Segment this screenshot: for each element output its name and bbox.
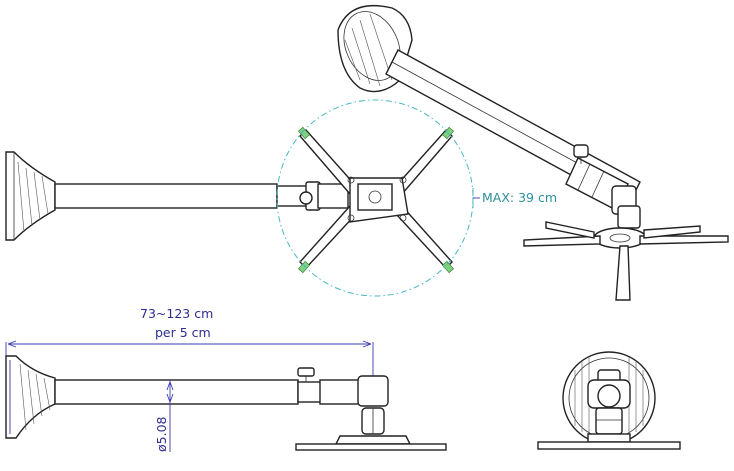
isometric-view (337, 4, 729, 301)
top-view: MAX: 39 cm (5, 99, 557, 297)
tube-diameter-label: ø5.08 (154, 416, 169, 452)
length-range-label: 73~123 cm (140, 306, 213, 321)
spider-bracket-top (298, 126, 454, 274)
max-radius-label: MAX: 39 cm (482, 190, 557, 205)
increment-label: per 5 cm (155, 325, 211, 340)
front-view (537, 351, 681, 450)
side-view: 73~123 cm per 5 cm ø5.08 (5, 306, 447, 452)
